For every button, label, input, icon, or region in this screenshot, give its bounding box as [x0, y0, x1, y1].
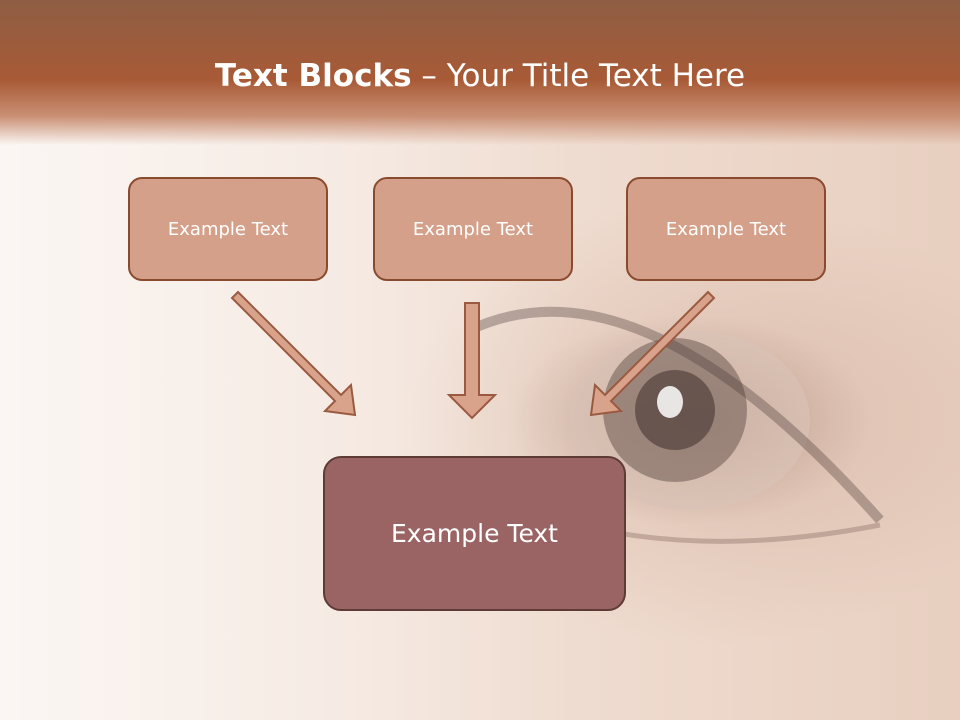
- main-text-block-label: Example Text: [391, 519, 558, 548]
- main-text-block[interactable]: Example Text: [323, 456, 626, 611]
- arrow-left-diagonal: [230, 290, 357, 417]
- text-block-1-label: Example Text: [167, 218, 289, 240]
- text-block-3-label: Example Text: [665, 218, 787, 240]
- text-block-2-label: Example Text: [412, 218, 534, 240]
- text-block-1[interactable]: Example Text: [128, 177, 328, 281]
- slide-title: Text Blocks – Your Title Text Here: [0, 56, 960, 96]
- arrow-center-down: [446, 302, 498, 420]
- text-block-2[interactable]: Example Text: [373, 177, 573, 281]
- title-rest: – Your Title Text Here: [411, 58, 746, 94]
- text-block-3[interactable]: Example Text: [626, 177, 826, 281]
- arrow-right-diagonal: [589, 290, 716, 417]
- title-bold: Text Blocks: [214, 58, 412, 94]
- title-banner: [0, 0, 960, 145]
